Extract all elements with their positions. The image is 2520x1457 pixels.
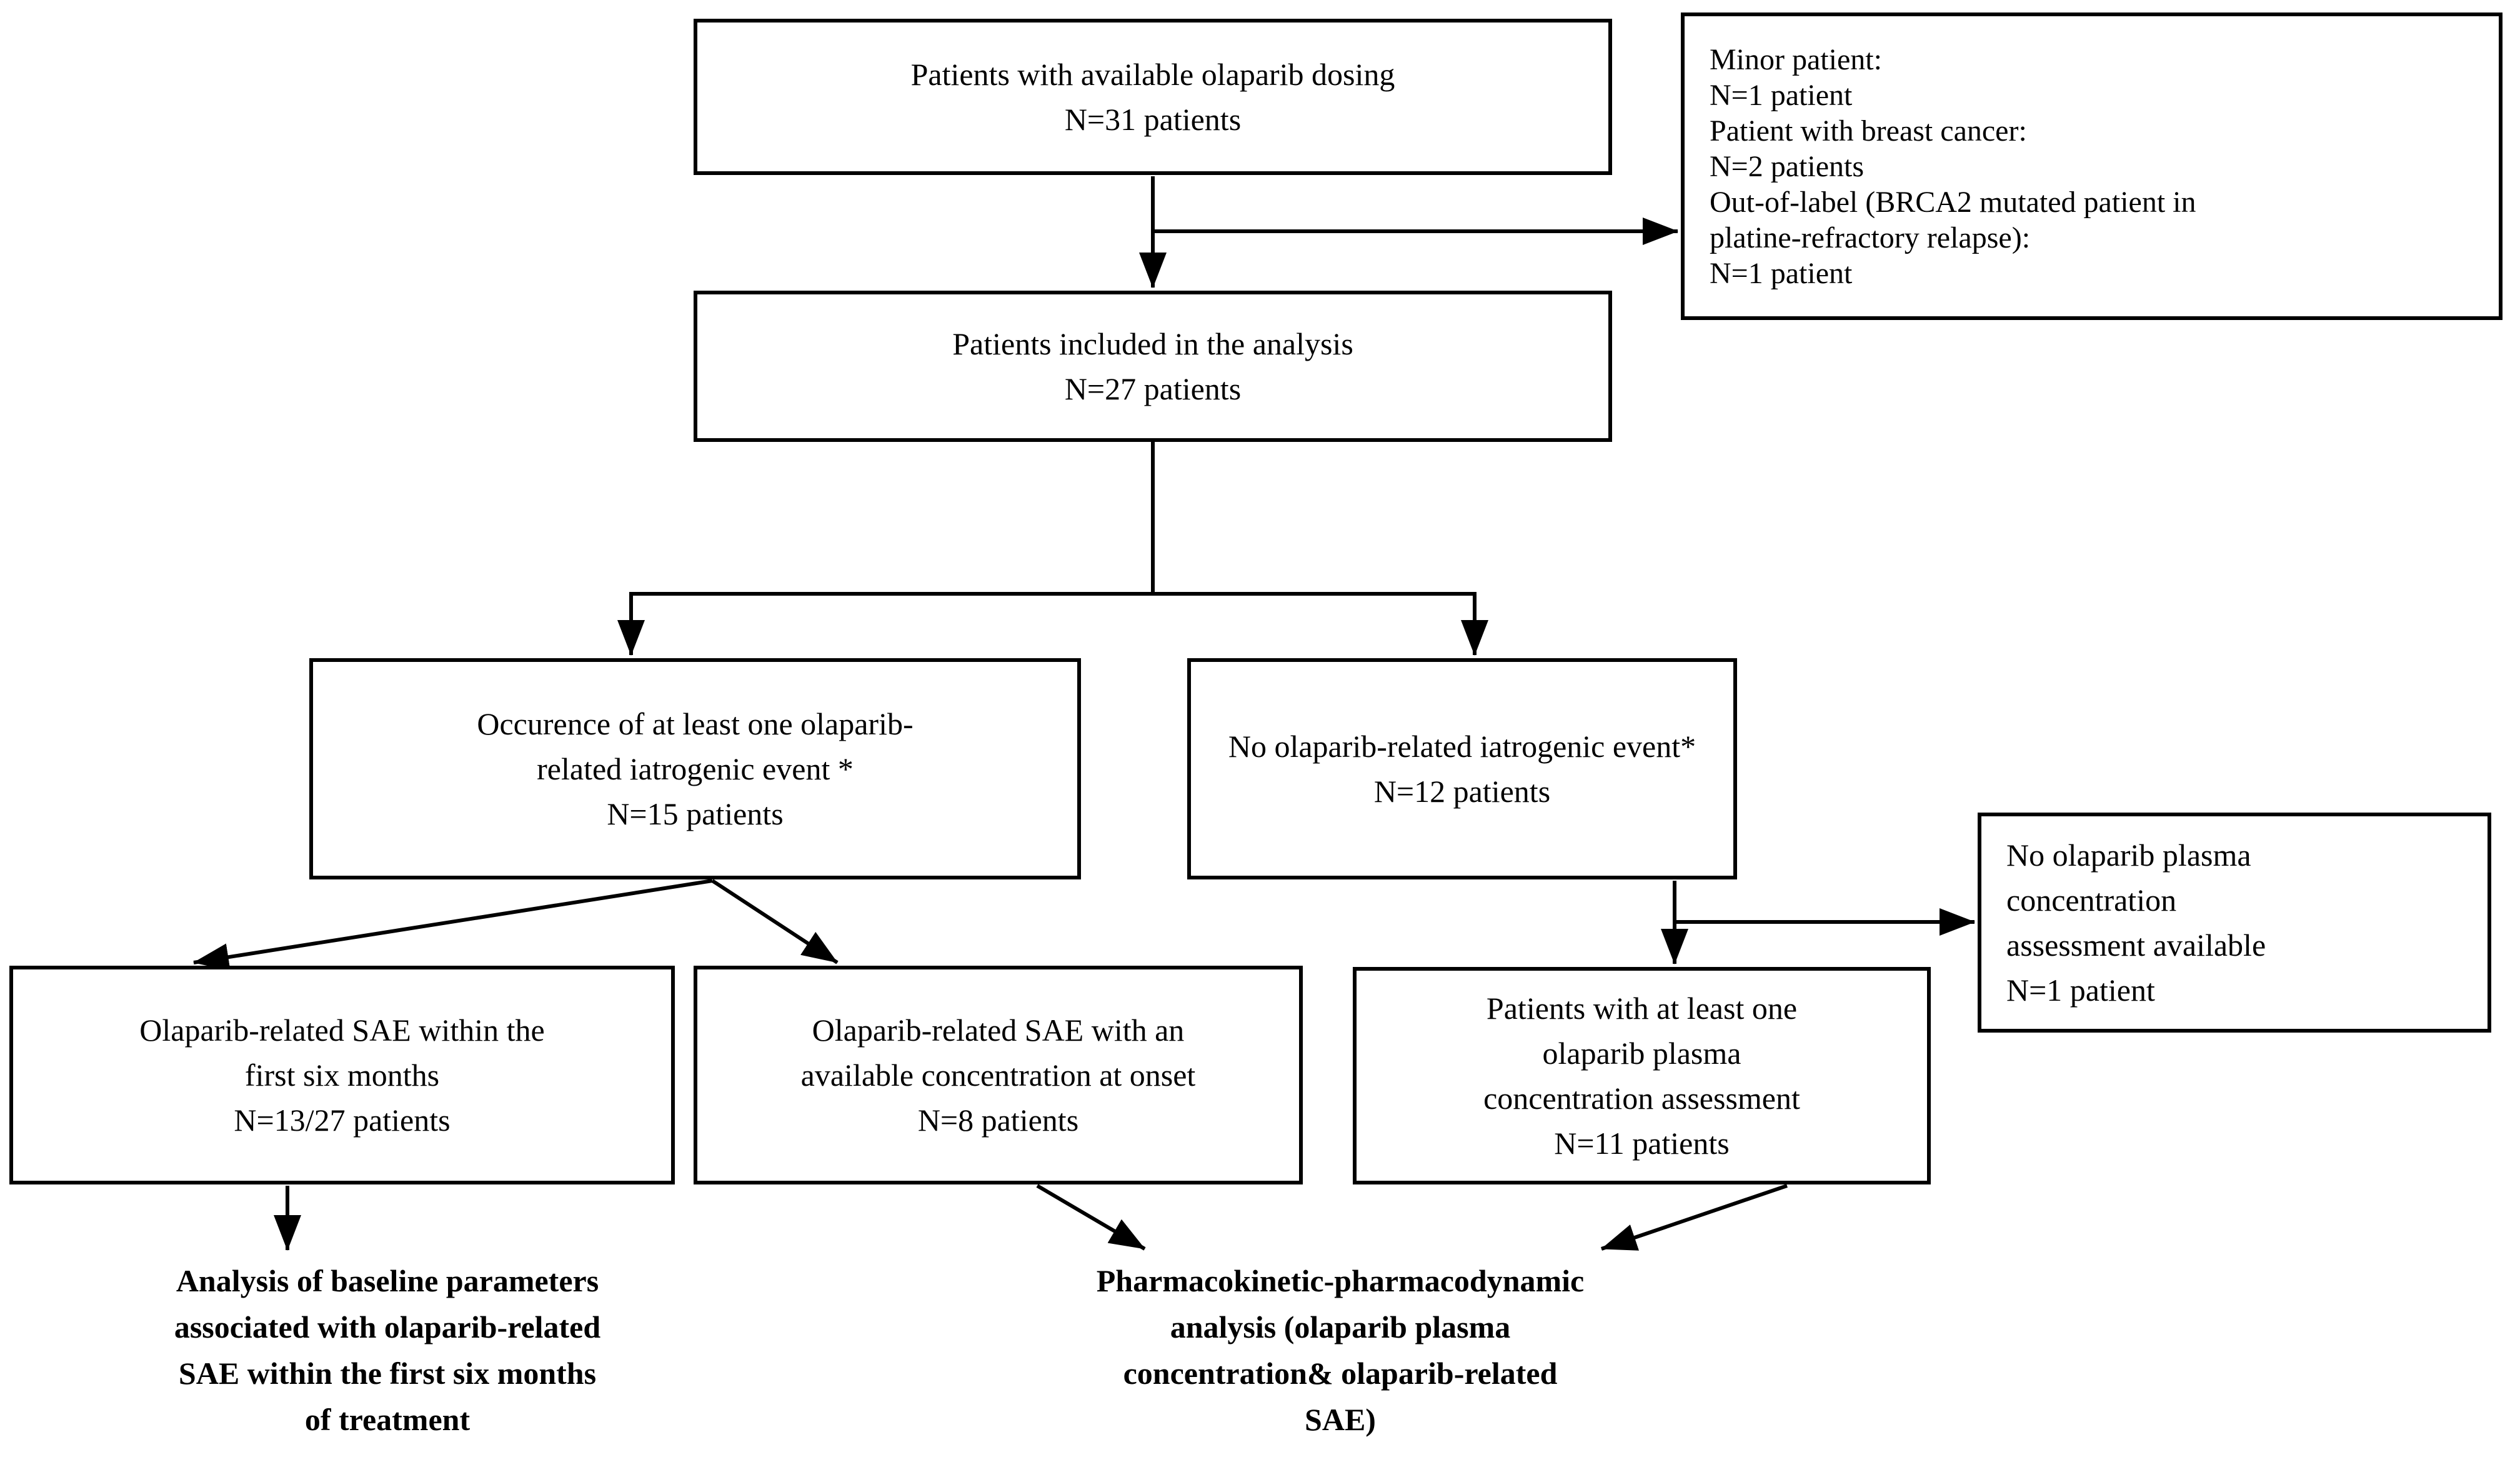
box-no-plasma-assessment: No olaparib plasma concentration assessm…: [1978, 813, 2491, 1033]
connector-iatrogenic-to-sae-six-months: [193, 879, 713, 971]
box-sae-concentration-text: Olaparib-related SAE with an available c…: [800, 1013, 1196, 1138]
box-plasma-assessment-text: Patients with at least one olaparib plas…: [1483, 991, 1800, 1161]
box-iatrogenic-event: Occurence of at least one olaparib- rela…: [309, 658, 1081, 879]
box-included-analysis-text: Patients included in the analysis N=27 p…: [952, 326, 1353, 406]
connector-sae-concentration-to-pkpd: [1036, 1184, 1146, 1251]
box-included-analysis: Patients included in the analysis N=27 p…: [694, 291, 1612, 442]
outcome-pkpd-analysis: Pharmacokinetic-pharmacodynamic analysis…: [956, 1258, 1725, 1443]
box-sae-concentration: Olaparib-related SAE with an available c…: [694, 966, 1303, 1184]
box-sae-six-months-text: Olaparib-related SAE within the first si…: [139, 1013, 545, 1138]
box-excluded-patients-text: Minor patient: N=1 patient Patient with …: [1710, 43, 2196, 290]
box-no-iatrogenic-event-text: No olaparib-related iatrogenic event* N=…: [1228, 729, 1696, 809]
box-no-plasma-assessment-text: No olaparib plasma concentration assessm…: [2006, 838, 2266, 1008]
box-available-dosing-text: Patients with available olaparib dosing …: [910, 57, 1395, 137]
outcome-baseline-analysis: Analysis of baseline parameters associat…: [25, 1258, 750, 1443]
outcome-pkpd-analysis-text: Pharmacokinetic-pharmacodynamic analysis…: [1096, 1263, 1585, 1437]
connector-plasma-assessment-to-pkpd: [1601, 1184, 1788, 1251]
box-no-iatrogenic-event: No olaparib-related iatrogenic event* N=…: [1187, 658, 1737, 879]
box-plasma-assessment: Patients with at least one olaparib plas…: [1353, 967, 1931, 1184]
box-excluded-patients: Minor patient: N=1 patient Patient with …: [1681, 13, 2503, 320]
box-sae-six-months: Olaparib-related SAE within the first si…: [9, 966, 675, 1184]
outcome-baseline-analysis-text: Analysis of baseline parameters associat…: [174, 1263, 601, 1437]
box-available-dosing: Patients with available olaparib dosing …: [694, 19, 1612, 175]
connector-iatrogenic-to-sae-concentration: [711, 879, 839, 964]
box-iatrogenic-event-text: Occurence of at least one olaparib- rela…: [477, 706, 914, 831]
